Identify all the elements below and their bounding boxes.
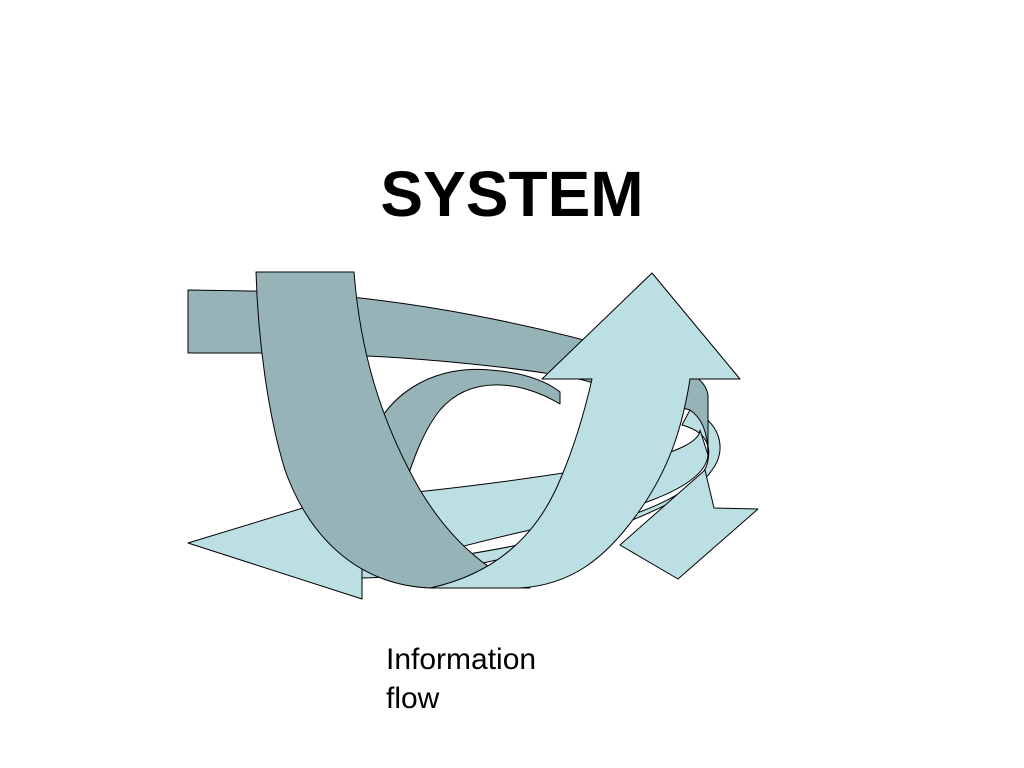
light-up-arrow bbox=[429, 272, 741, 589]
caption-line-2: flow bbox=[386, 682, 440, 715]
slide-title: SYSTEM bbox=[380, 158, 644, 230]
lower-right-arrowhead bbox=[619, 469, 759, 580]
caption-line-1: Information bbox=[386, 643, 537, 676]
caption: Information flow bbox=[386, 640, 586, 718]
